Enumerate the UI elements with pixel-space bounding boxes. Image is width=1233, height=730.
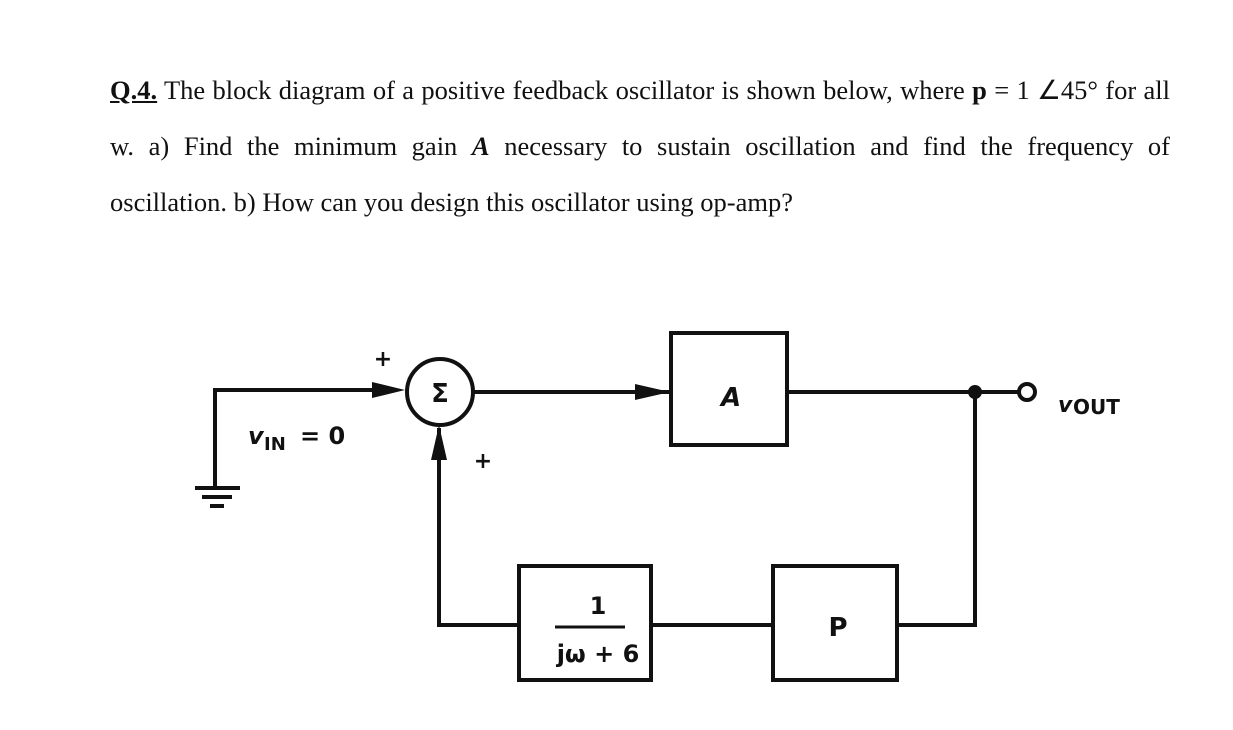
vin-sub: IN xyxy=(264,434,286,455)
question-line: = 1 ∠45° for all w. a) Find the minimum … xyxy=(110,75,1171,161)
output-terminal xyxy=(1017,382,1037,402)
vout-sub: OUT xyxy=(1073,395,1120,419)
ground-icon xyxy=(195,486,240,508)
p-symbol: p xyxy=(972,75,987,105)
question-text: Q.4. The block diagram of a positive fee… xyxy=(110,62,1170,230)
filter-denominator: jω + 6 xyxy=(556,640,640,668)
filter-numerator: 1 xyxy=(590,592,607,620)
input-wire xyxy=(213,388,395,487)
question-number: Q.4. xyxy=(110,75,158,105)
question-line: The block diagram of a positive feedback… xyxy=(157,75,965,105)
gain-symbol: A xyxy=(471,131,490,161)
feedback-arrow xyxy=(431,425,447,460)
question-line: necessary to sustain oscillation and fin… xyxy=(110,131,1170,217)
vin-label: v xyxy=(248,422,265,450)
vin-value: = 0 xyxy=(300,422,345,450)
amplifier-block xyxy=(669,331,789,447)
amp-label: A xyxy=(719,383,741,413)
plus-sign: + xyxy=(474,449,492,474)
p-label: P xyxy=(828,613,847,643)
sum-symbol: Σ xyxy=(431,379,449,409)
vout-label: v xyxy=(1058,393,1073,418)
input-arrow xyxy=(372,382,405,398)
forward-arrow xyxy=(635,384,670,400)
plus-sign: + xyxy=(374,347,392,372)
